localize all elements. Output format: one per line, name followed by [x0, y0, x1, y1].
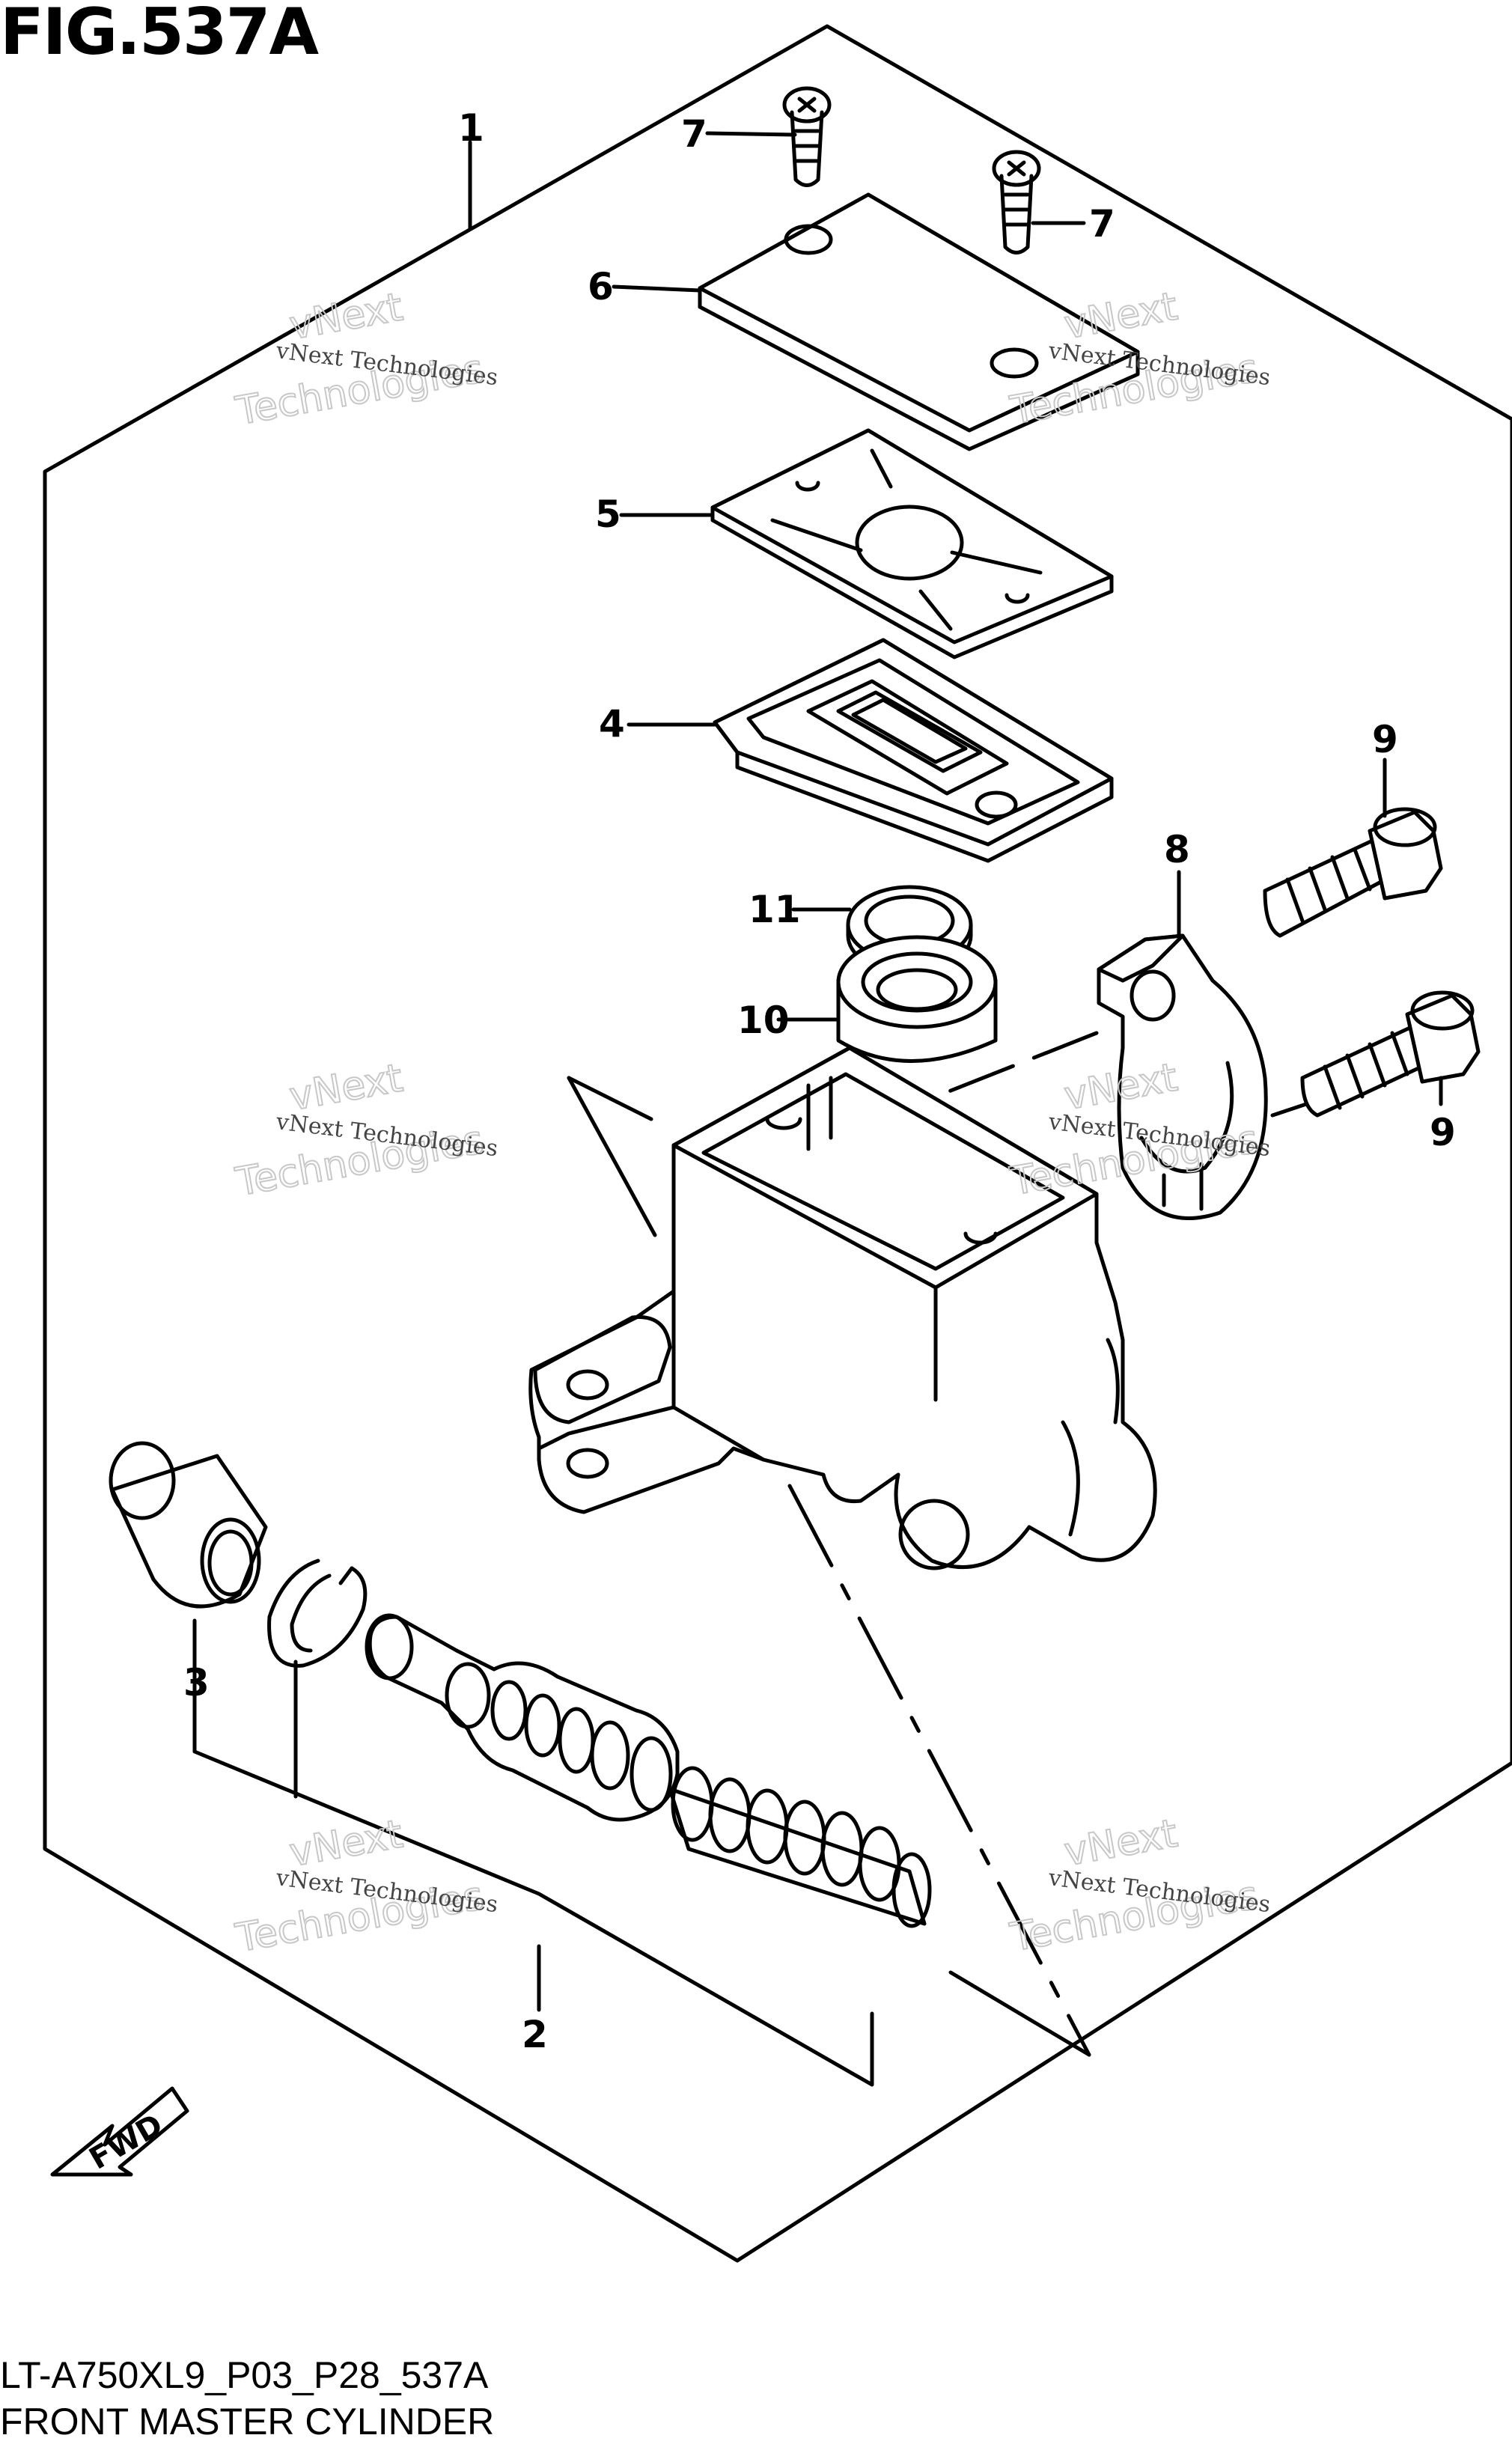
forward-arrow	[50, 2086, 189, 2177]
figure-name: FRONT MASTER CYLINDER	[0, 2401, 495, 2443]
cap-screw	[782, 86, 832, 187]
callout-9-top: 9	[1372, 718, 1398, 761]
snap-ring	[267, 1558, 368, 1668]
master-cylinder-body	[528, 1046, 1157, 1570]
callout-9-bottom: 9	[1430, 1111, 1456, 1154]
callout-5: 5	[595, 493, 621, 536]
callout-8: 8	[1164, 828, 1190, 871]
piston-cup	[109, 1441, 268, 1609]
callout-6: 6	[588, 265, 614, 308]
callout-2: 2	[522, 2013, 548, 2056]
watermark-text: vNext	[286, 1055, 406, 1119]
watermark-text: vNext	[286, 284, 406, 348]
callout-7-left: 7	[681, 112, 707, 156]
assembly-boundary	[43, 24, 1512, 2263]
watermark-text: vNext	[1061, 284, 1180, 348]
cap-screw	[992, 150, 1041, 255]
callout-3: 3	[183, 1661, 210, 1704]
watermark-text: vNext	[286, 1811, 406, 1875]
piston-assembly	[365, 1613, 932, 1928]
mounting-clamp	[1097, 933, 1268, 1220]
callout-10: 10	[737, 999, 790, 1042]
clamp-bolt	[1263, 807, 1443, 938]
reservoir-cap	[698, 192, 1140, 451]
diaphragm-plate	[710, 428, 1114, 659]
clamp-bolt	[1300, 990, 1481, 1118]
callout-7-right: 7	[1089, 202, 1115, 246]
diaphragm	[713, 638, 1114, 863]
figure-code: LT-A750XL9_P03_P28_537A	[0, 2354, 489, 2396]
reservoir-cup	[836, 935, 998, 1063]
callout-11: 11	[749, 888, 801, 931]
callout-1: 1	[458, 106, 484, 150]
callout-4: 4	[599, 702, 625, 746]
watermark-text: vNext	[1061, 1811, 1180, 1875]
fwd-label: FWD	[84, 2107, 169, 2176]
watermark-text: vNext	[1061, 1055, 1180, 1119]
figure-title: FIG.537A	[0, 0, 319, 70]
